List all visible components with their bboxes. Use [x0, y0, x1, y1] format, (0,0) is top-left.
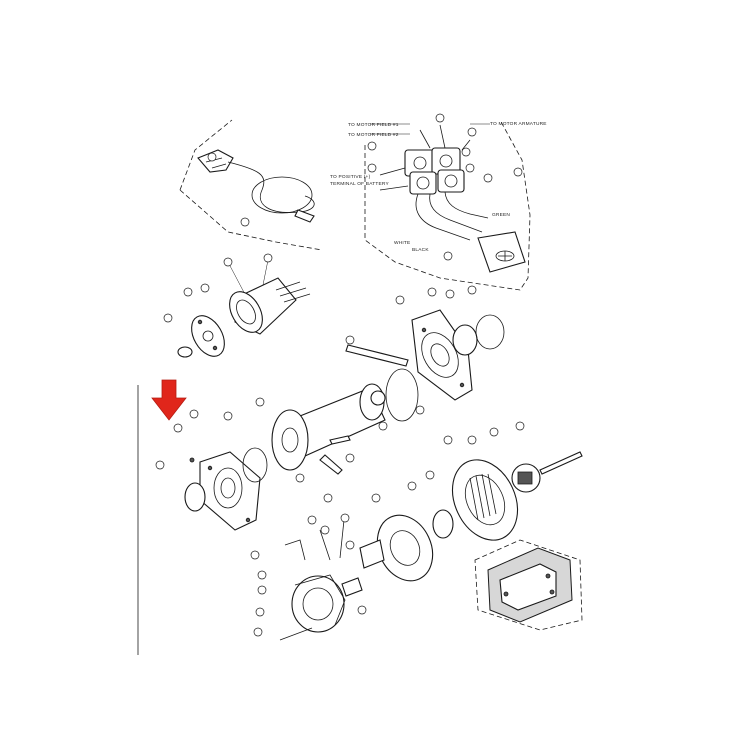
red-arrow-icon [151, 379, 187, 421]
wire-label-white: WHITE [394, 240, 410, 246]
wire-label-motor-armature: TO MOTOR ARMATURE [490, 121, 547, 127]
wire-label-motor-field-1: TO MOTOR FIELD #1 [348, 122, 399, 128]
winch-drum [255, 368, 425, 503]
wire-label-motor-field-2: TO MOTOR FIELD #2 [348, 132, 399, 138]
drum-support-assembly [345, 285, 505, 401]
motor-assembly [163, 253, 311, 358]
gear-train-assembly [359, 421, 583, 582]
wire-label-black: BLACK [412, 247, 429, 253]
wire-label-green: GREEN [492, 212, 510, 218]
end-housing-assembly [250, 513, 367, 641]
control-pack-assembly: TO MOTOR FIELD #1 TO MOTOR FIELD #2 TO M… [330, 113, 547, 291]
wire-label-positive: TO POSITIVE (+) [330, 174, 371, 180]
rear-housing [155, 409, 268, 531]
roller-fairlead [474, 539, 583, 631]
wire-label-battery-terminal: TERMINAL OF BATTERY [330, 181, 389, 187]
remote-control-assembly [179, 119, 323, 251]
